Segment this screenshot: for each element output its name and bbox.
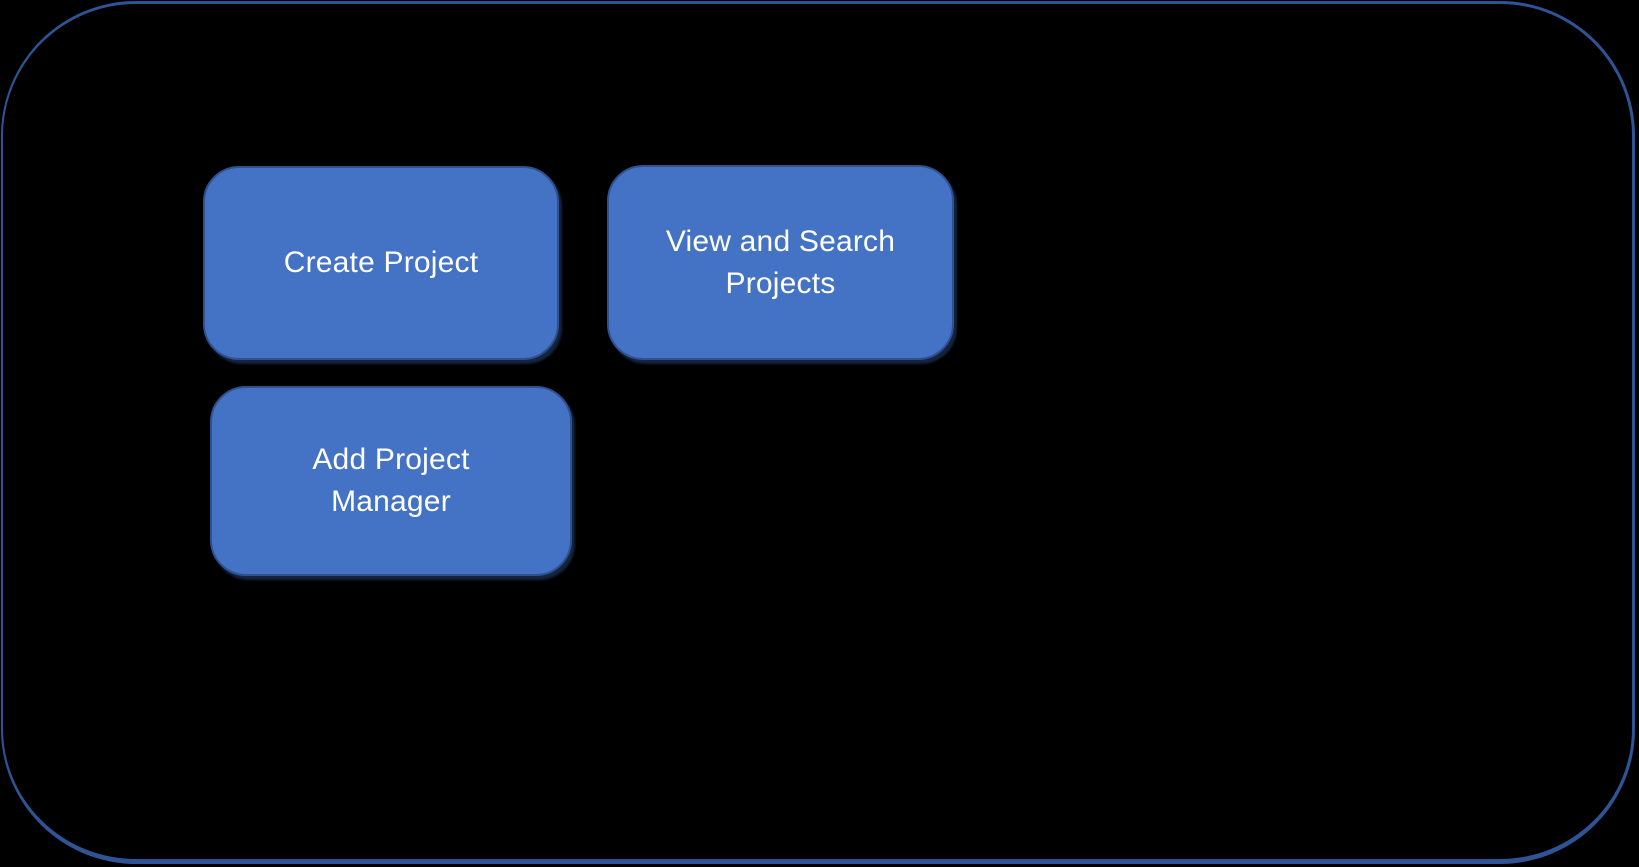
add-project-manager-button-label: Add Project Manager	[312, 443, 470, 518]
view-and-search-projects-button[interactable]: View and Search Projects	[607, 165, 954, 360]
add-project-manager-button[interactable]: Add Project Manager	[210, 386, 572, 576]
create-project-button[interactable]: Create Project	[203, 166, 559, 360]
view-and-search-projects-button-label: View and Search Projects	[665, 224, 896, 300]
create-project-button-label: Create Project	[283, 246, 479, 279]
